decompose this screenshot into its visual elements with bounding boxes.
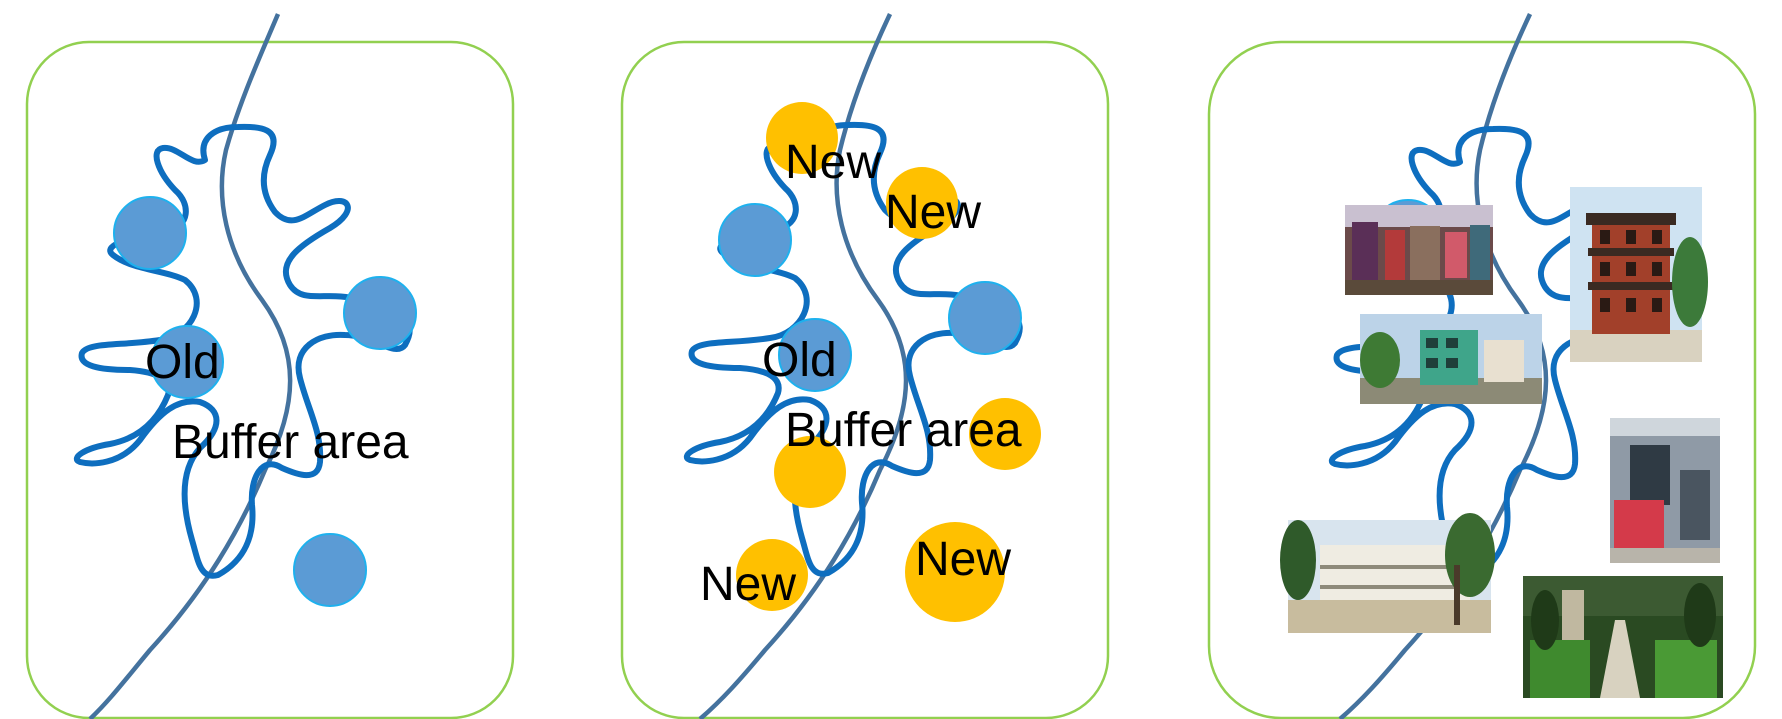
panel-2-new-circle-5 [736,539,808,611]
panel-2-new-circle-3 [969,398,1041,470]
factory-interior-photo [1610,418,1720,563]
panel-3-river [1338,13,1549,719]
panel-2-new-circle-4 [774,436,846,508]
panel-1-old-label: Old [145,336,220,389]
panel-2-new-label-3: New [915,533,1011,586]
panel-2-old-circle-1 [718,203,792,277]
panel-2-new-circle-1 [766,102,838,174]
panel-2-new-label-1: New [785,136,881,189]
market-street-photo [1345,205,1493,295]
panel-1-old-circle-3 [150,325,224,399]
panel-2-new-label-2: New [885,186,981,239]
panel-1-old-circle-2 [343,276,417,350]
green-building-photo [1360,314,1542,404]
panel-2-new-circle-6 [905,522,1005,622]
panel-1-settlement-outline [77,127,410,576]
panel-2-new-label-4: New [700,558,796,611]
panel-2-new-circle-2 [886,167,958,239]
panel-2-frame [620,40,1110,719]
panel-2-old-label: Old [762,334,837,387]
panel-2-old-circle-3 [778,318,852,392]
panel-1-old-circle-1 [113,196,187,270]
school-campus-photo [1280,513,1495,633]
panel-2: New New Old Buffer area New New [620,13,1110,719]
panel-1-river [88,13,293,719]
panel-1: Old Buffer area [25,13,515,719]
panel-1-frame [25,40,515,719]
panel-3-frame [1207,40,1757,719]
panel-3 [1207,13,1757,719]
panel-1-buffer-label: Buffer area [172,416,409,469]
panel-2-river [698,13,909,719]
historic-tower-photo [1570,187,1708,362]
panel-1-old-circle-4 [293,533,367,607]
panel-2-buffer-label: Buffer area [785,404,1022,457]
garden-path-photo [1523,576,1723,698]
panel-2-old-circle-2 [948,281,1022,355]
